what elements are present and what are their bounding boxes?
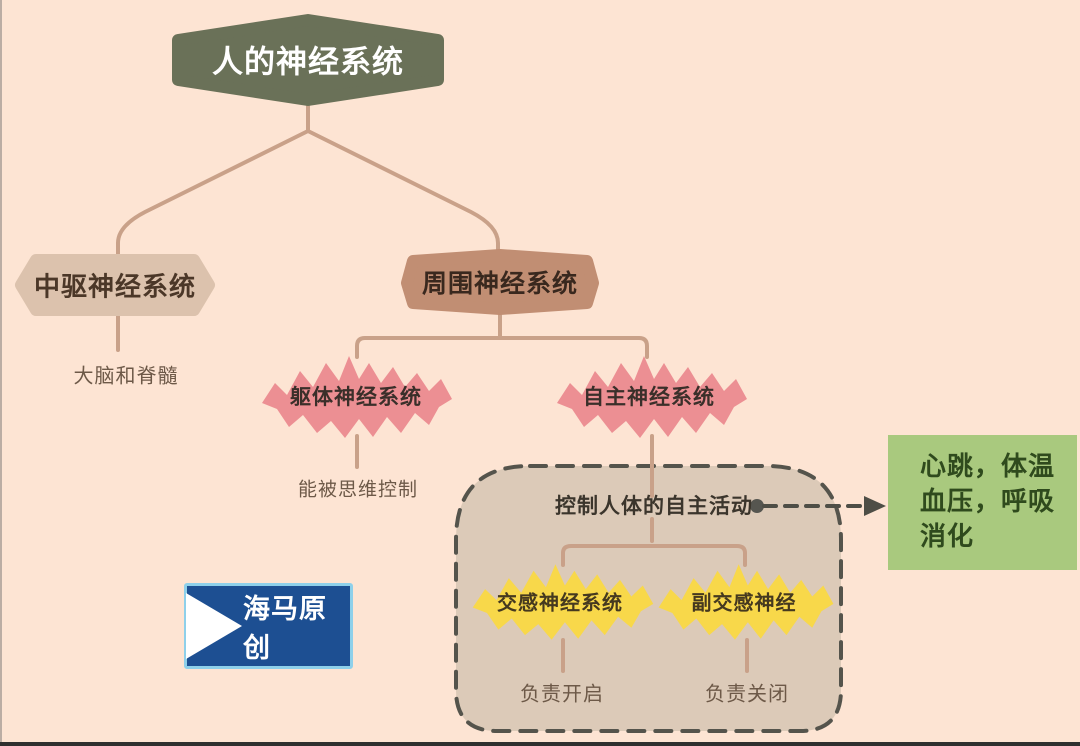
arrow-origin-dot xyxy=(750,499,764,513)
watermark-label: 海马原创 xyxy=(243,594,327,663)
connector-root-to-peripheral xyxy=(306,129,500,258)
parasympathetic-note-label: 负责关闭 xyxy=(705,683,789,706)
peripheral-node-shape xyxy=(401,249,599,315)
connector-peripheral-bracket xyxy=(355,336,649,359)
bottom-edge-strip xyxy=(0,742,1080,746)
sympathetic-note-label: 负责开启 xyxy=(520,683,604,706)
somatic-node-label: 躯体神经系统 xyxy=(290,386,422,409)
connector-autonomic-bracket xyxy=(561,544,747,567)
functions-line-3: 消化 xyxy=(920,521,975,551)
parasympathetic-node-label: 副交感神经 xyxy=(691,592,797,615)
connector-lines xyxy=(116,98,749,673)
functions-box: 心跳，体温 血压，呼吸 消化 xyxy=(888,435,1077,570)
central-node-shape xyxy=(15,254,215,316)
functions-line-2: 血压，呼吸 xyxy=(920,486,1056,516)
arrow-head xyxy=(864,496,886,516)
sympathetic-node-label: 交感神经系统 xyxy=(497,592,623,615)
functions-arrow xyxy=(750,496,886,516)
central-note-label: 大脑和脊髓 xyxy=(73,365,179,388)
autonomic-node-label: 自主神经系统 xyxy=(583,386,715,409)
central-node-label: 中驱神经系统 xyxy=(33,271,197,302)
somatic-note-label: 能被思维控制 xyxy=(297,479,419,501)
chevron-right-icon xyxy=(186,593,242,659)
peripheral-node-label: 周围神经系统 xyxy=(421,270,579,298)
left-edge-strip xyxy=(0,0,2,746)
connector-root-to-central xyxy=(116,129,310,258)
watermark-badge: 海马原创 xyxy=(184,583,353,669)
functions-line-1: 心跳，体温 xyxy=(920,451,1056,481)
root-node-shape xyxy=(172,14,444,106)
autonomic-group-caption: 控制人体的自主活动 xyxy=(555,495,753,518)
root-node-label: 人的神经系统 xyxy=(212,44,404,80)
